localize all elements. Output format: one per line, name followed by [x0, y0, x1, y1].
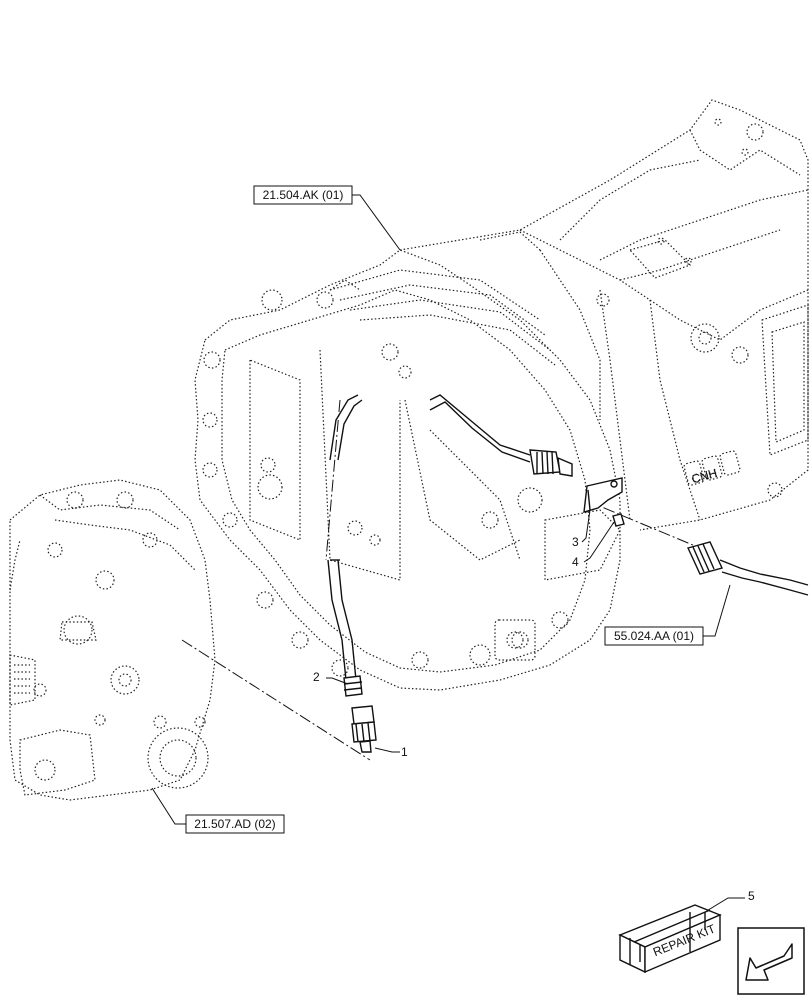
- harness-connector: [529, 449, 573, 477]
- callout-1: 1: [374, 745, 408, 759]
- callout-4-number: 4: [572, 555, 579, 569]
- transmission-housing: CNH: [194, 99, 809, 691]
- callout-2: 2: [313, 670, 349, 685]
- leader-ref-3: [151, 787, 186, 825]
- leader-ref-1: [352, 194, 401, 251]
- callout-1-number: 1: [401, 745, 408, 759]
- bracket: [583, 477, 623, 513]
- hydraulic-pump-assembly: [9, 479, 216, 801]
- reference-55-024-aa-label: 55.024.AA (01): [614, 629, 694, 643]
- reference-55-024-aa[interactable]: 55.024.AA (01): [604, 626, 704, 646]
- reference-21-504-ak-label: 21.504.AK (01): [263, 188, 344, 202]
- callout-4: 4: [572, 521, 615, 569]
- arrow-down-left-icon[interactable]: [737, 927, 805, 995]
- callout-3-number: 3: [572, 535, 579, 549]
- harness-plug: [687, 541, 809, 596]
- pressure-switch: [351, 705, 377, 753]
- wiring-harness: [327, 394, 809, 681]
- nut: [612, 513, 625, 527]
- callout-3: 3: [572, 509, 591, 549]
- housing-lettering: CNH: [683, 450, 741, 487]
- leader-ref-2: [703, 584, 731, 637]
- callout-5-number: 5: [748, 889, 755, 903]
- reference-21-507-ad-label: 21.507.AD (02): [194, 817, 275, 831]
- housing-lettering-text: CNH: [690, 466, 719, 486]
- reference-21-504-ak[interactable]: 21.504.AK (01): [253, 185, 353, 205]
- reference-21-507-ad[interactable]: 21.507.AD (02): [185, 814, 285, 834]
- callout-2-number: 2: [313, 670, 320, 684]
- center-lines: [181, 399, 701, 761]
- sender-connector: [343, 675, 363, 697]
- callout-5: 5: [699, 889, 755, 916]
- repair-kit-box: REPAIR KIT: [618, 904, 722, 974]
